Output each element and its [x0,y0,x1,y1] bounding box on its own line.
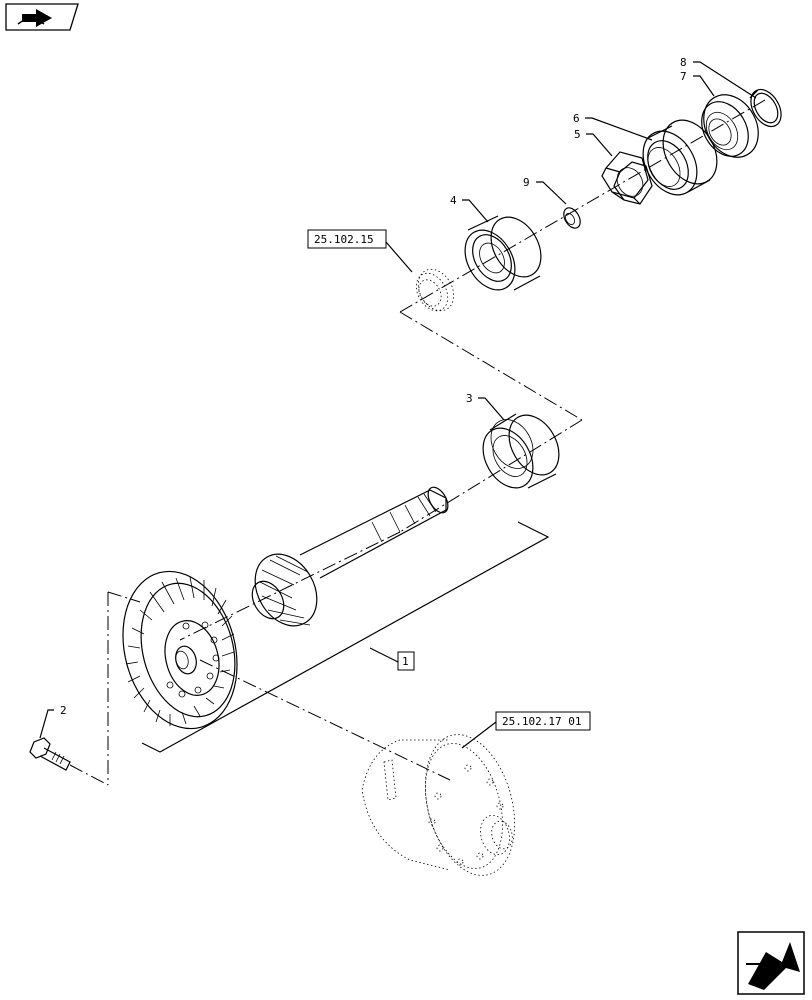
callout-2: 2 [60,704,67,717]
callout-5: 5 [574,128,581,141]
center-axis-lines [69,99,766,786]
callout-9: 9 [523,176,530,189]
pinion-shaft [299,486,449,579]
snap-ring [749,88,782,128]
bolt [29,737,71,771]
ring-gear [122,570,238,730]
hex-nut [601,151,653,205]
book-arrow-icon[interactable] [5,3,79,31]
reference-differential-label: 25.102.17 01 [502,715,581,728]
differential-housing-outline [361,734,516,876]
seal-ring [701,94,759,158]
bearing-cup [642,119,718,196]
callout-7: 7 [680,70,687,83]
bearing-cone-lower [482,413,560,489]
callout-8: 8 [680,56,687,69]
reference-ring-outline [415,268,455,312]
reference-bearing-seat-label: 25.102.15 [314,233,374,246]
callout-1-box[interactable]: 1 [397,651,415,671]
callout-1: 1 [402,655,409,668]
pinion-gear [251,553,318,627]
reference-box-differential[interactable]: 25.102.17 01 [495,711,591,731]
next-page-arrow-icon[interactable] [737,931,805,995]
kit-bracket [141,521,550,753]
callout-3: 3 [466,392,473,405]
callout-4: 4 [450,194,457,207]
leader-lines [39,61,757,749]
bearing-cone-upper [464,215,542,291]
washer [563,207,581,229]
callout-6: 6 [573,112,580,125]
reference-box-bearing-seat[interactable]: 25.102.15 [307,229,387,249]
